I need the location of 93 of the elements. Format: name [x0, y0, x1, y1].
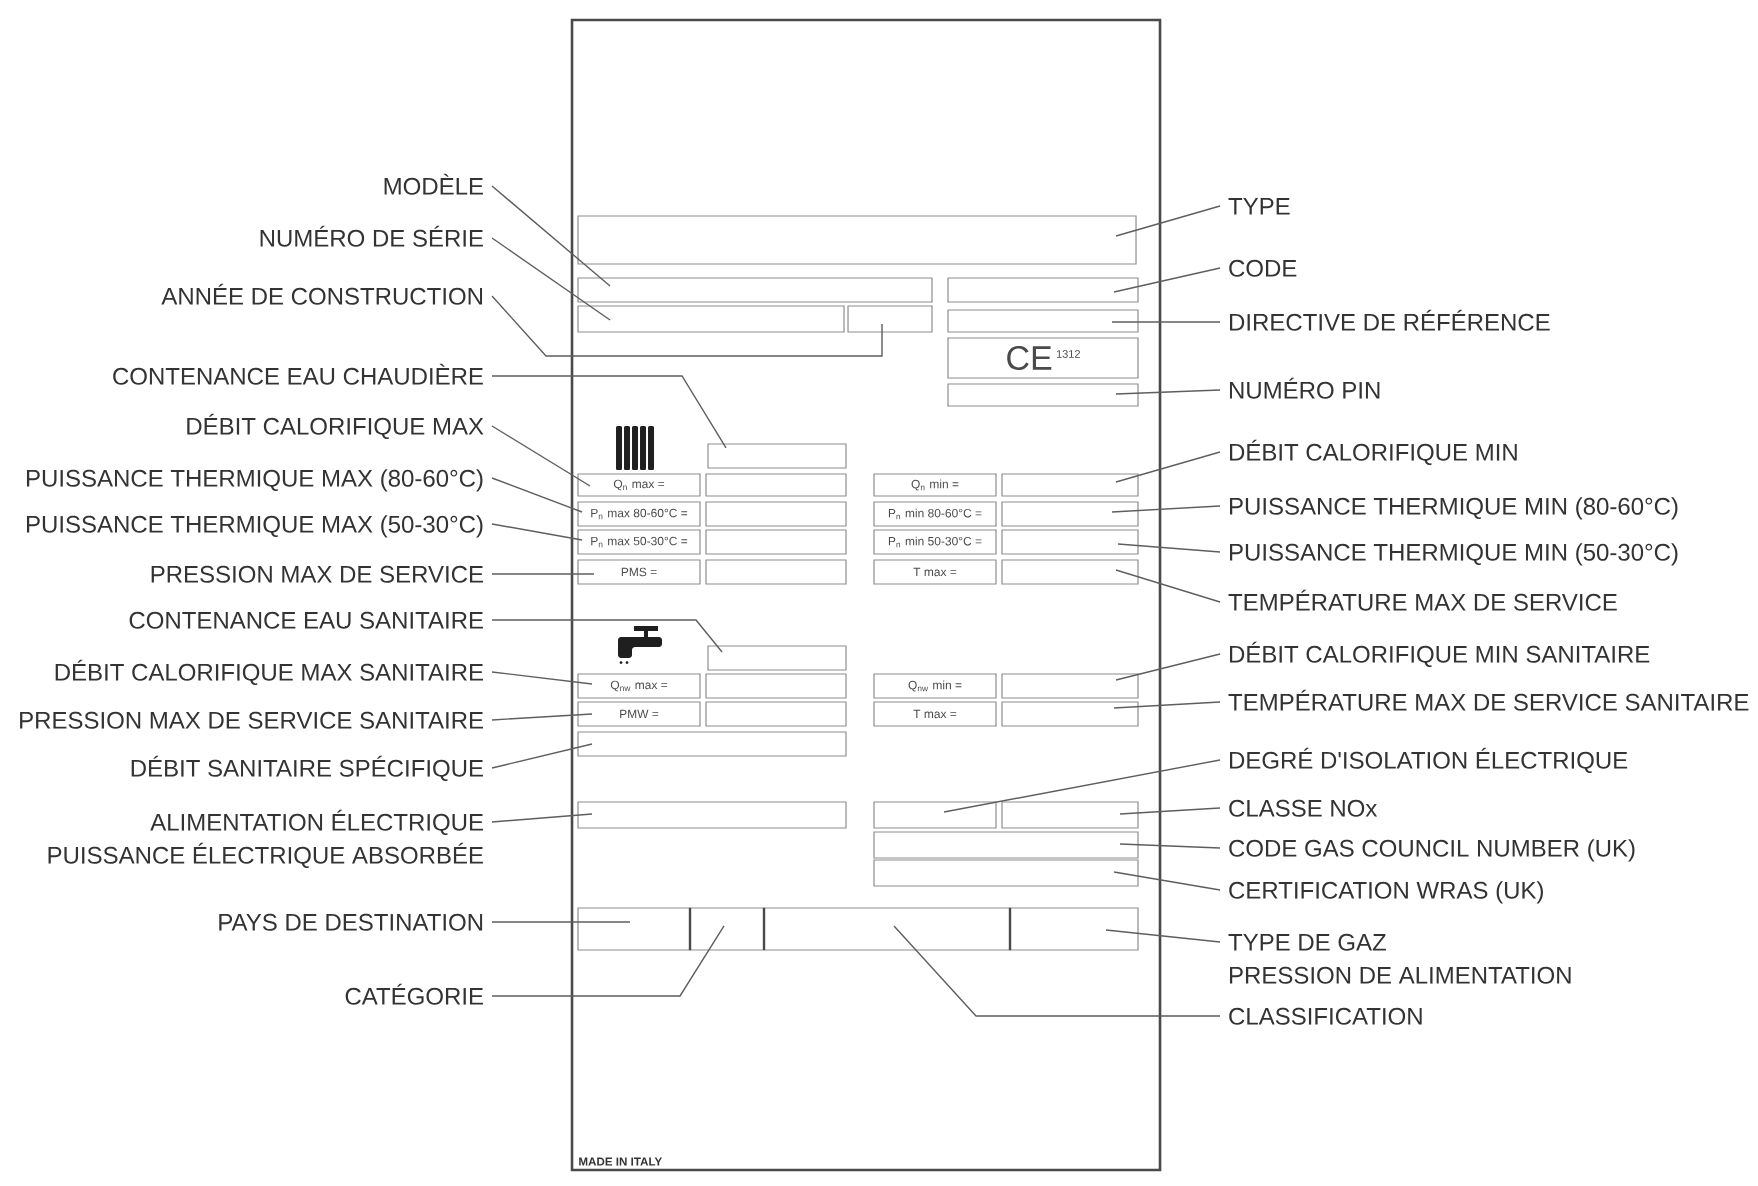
blank-field [705, 559, 847, 585]
callout-label: CONTENANCE EAU CHAUDIÈRE [113, 363, 483, 385]
callout-label: TYPE DE GAZ PRESSION DE ALIMENTATION [1228, 933, 1571, 984]
blank-field [577, 907, 691, 951]
leader-line [1113, 267, 1221, 293]
callout-label: DEGRÉ D'ISOLATION ÉLECTRIQUE [1230, 747, 1628, 774]
leader-line [1113, 701, 1221, 709]
blank-field [705, 529, 847, 555]
leader-line [1115, 653, 1221, 681]
leader-line [1115, 569, 1221, 603]
leader-line [893, 925, 1221, 1017]
blank-field [947, 309, 1139, 333]
callout-label: PUISSANCE THERMIQUE MAX (50-30°C) [26, 515, 483, 538]
callout-label: DÉBIT CALORIFIQUE MAX [187, 413, 484, 440]
leader-line [1111, 505, 1221, 513]
callout-label: CODE [1229, 259, 1297, 277]
blank-field [1001, 701, 1139, 727]
callout-label: DÉBIT CALORIFIQUE MIN [1230, 439, 1517, 466]
callout-label: TEMPÉRATURE MAX DE SERVICE [1228, 589, 1617, 611]
leader-line [491, 237, 611, 321]
blank-field [1001, 473, 1139, 497]
blank-field [689, 907, 765, 951]
leader-line [1119, 807, 1221, 815]
leader-line [491, 523, 583, 541]
blank-field [705, 673, 847, 699]
blank-field [1001, 801, 1139, 829]
leader-line [491, 295, 883, 357]
blank-field [873, 801, 997, 829]
blank-field [1001, 501, 1139, 527]
blank-field [763, 907, 1011, 951]
blank-field [847, 305, 933, 333]
callout-label: PUISSANCE THERMIQUE MIN (80-60°C) [1230, 497, 1678, 520]
leader-line [1119, 843, 1221, 849]
leader-line [1111, 321, 1221, 323]
leader-line [491, 375, 727, 449]
leader-line [1115, 451, 1221, 483]
callout-label: PRESSION MAX DE SERVICE [151, 565, 483, 583]
blank-field [1001, 673, 1139, 699]
blank-field [577, 305, 845, 333]
leader-line [1105, 929, 1221, 943]
blank-field [947, 277, 1139, 303]
callout-label: DIRECTIVE DE RÉFÉRENCE [1230, 309, 1550, 331]
leader-line [491, 925, 725, 997]
leader-line [491, 185, 611, 287]
blank-field [1009, 907, 1139, 951]
callout-label: CODE GAS COUNCIL NUMBER (UK) [1229, 839, 1635, 862]
blank-field [577, 801, 847, 829]
callout-label: TYPE [1228, 198, 1290, 215]
leader-line [491, 619, 723, 653]
blank-field [947, 383, 1139, 407]
callout-label: PUISSANCE THERMIQUE MIN (50-30°C) [1230, 543, 1678, 566]
blank-field [873, 859, 1139, 887]
leader-line [943, 759, 1221, 813]
callout-label: CLASSIFICATION [1229, 1007, 1422, 1025]
blank-field [707, 645, 847, 671]
callout-label: ALIMENTATION ÉLECTRIQUE PUISSANCE ÉLECTRIQUE ABSORBÉE [48, 809, 483, 869]
leader-line [1115, 205, 1221, 237]
callout-label: CERTIFICATION WRAS (UK) [1229, 881, 1543, 904]
blank-field [1001, 529, 1139, 555]
callout-label: PAYS DE DESTINATION [219, 913, 483, 931]
leader-line [491, 743, 593, 769]
leader-line [491, 573, 595, 575]
leader-line [491, 713, 593, 721]
blank-field [577, 277, 933, 303]
leader-line [1117, 543, 1221, 553]
blank-field [873, 831, 1139, 859]
callout-label: DÉBIT CALORIFIQUE MIN SANITAIRE [1230, 641, 1650, 668]
callout-label: CLASSE NOx [1229, 799, 1378, 817]
callout-label: ANNÉE DE CONSTRUCTION [161, 283, 483, 305]
leader-line [491, 813, 593, 823]
callout-label: MODÈLE [384, 173, 483, 195]
leader-line [1115, 389, 1221, 395]
blank-field [707, 443, 847, 469]
blank-field [577, 215, 1137, 265]
blank-field [705, 473, 847, 497]
callout-label: DÉBIT CALORIFIQUE MAX SANITAIRE [55, 659, 483, 686]
blank-field [577, 731, 847, 757]
leader-line [491, 671, 593, 685]
leader-line [491, 921, 631, 923]
blank-field [705, 501, 847, 527]
callout-label: DÉBIT SANITAIRE SPÉCIFIQUE [131, 755, 483, 782]
callout-label: PUISSANCE THERMIQUE MAX (80-60°C) [26, 469, 483, 492]
callout-label: NUMÉRO DE SÉRIE [260, 225, 483, 247]
blank-field [1001, 559, 1139, 585]
leader-line [1113, 871, 1221, 891]
callout-label: CONTENANCE EAU SANITAIRE [129, 611, 483, 629]
callout-label: NUMÉRO PIN [1230, 377, 1380, 399]
callout-label: PRESSION MAX DE SERVICE SANITAIRE [20, 711, 483, 729]
blank-field [705, 701, 847, 727]
callout-label: TEMPÉRATURE MAX DE SERVICE SANITAIRE [1228, 689, 1749, 711]
leader-line [491, 477, 583, 513]
callout-label: CATÉGORIE [345, 983, 483, 1005]
leader-line [491, 425, 591, 487]
